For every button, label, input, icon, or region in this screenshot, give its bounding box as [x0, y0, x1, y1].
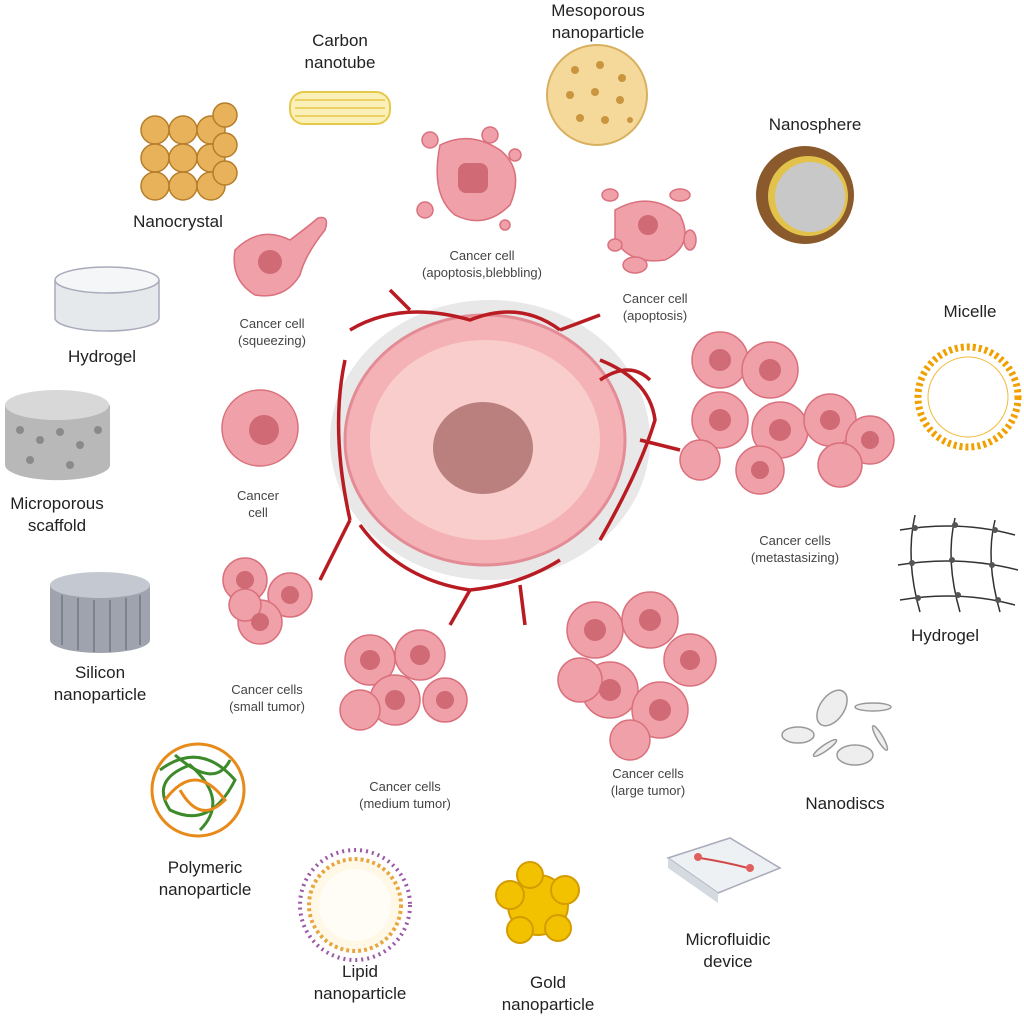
microfluidic-device-illustration	[666, 837, 782, 903]
label-cell-squeezing: Cancer cell(squeezing)	[238, 316, 306, 348]
label-cell-apoptosis-blebbling: Cancer cell(apoptosis,blebbling)	[422, 248, 542, 280]
label-nanocrystal: Nanocrystal	[133, 212, 223, 231]
micelle-illustration	[914, 343, 1022, 451]
label-cells-metastasizing: Cancer cells(metastasizing)	[750, 533, 840, 565]
nanocrystal-illustration	[140, 102, 238, 201]
gold-nanoparticle-illustration	[495, 861, 580, 944]
label-micelle: Micelle	[943, 302, 997, 321]
label-cells-small-tumor: Cancer cells(small tumor)	[229, 682, 305, 714]
microporous-scaffold-illustration	[5, 390, 110, 481]
nanosphere-illustration	[756, 146, 854, 244]
label-hydrogel-right: Hydrogel	[910, 626, 980, 645]
label-cells-medium-tumor: Cancer cells(medium tumor)	[359, 779, 451, 811]
label-cells-large-tumor: Cancer cells(large tumor)	[610, 766, 686, 798]
nanodiscs-illustration	[781, 689, 892, 766]
lipid-nanoparticle-illustration	[298, 848, 412, 962]
cancer-cell-illustrations	[221, 126, 895, 761]
silicon-nanoparticle-illustration	[50, 572, 150, 653]
carbon-nanotube-illustration	[289, 91, 391, 125]
hydrogel-mesh-illustration	[897, 514, 1019, 613]
label-nanodiscs: Nanodiscs	[805, 794, 885, 813]
label-nanosphere: Nanosphere	[768, 115, 862, 134]
blood-vessels	[318, 288, 681, 626]
mesoporous-nanoparticle-illustration	[546, 44, 648, 146]
label-cell-apoptosis: Cancer cell(apoptosis)	[622, 291, 688, 323]
hydrogel-cylinder-illustration	[54, 266, 160, 332]
polymeric-nanoparticle-illustration	[150, 742, 246, 838]
label-hydrogel-left: Hydrogel	[67, 347, 137, 366]
central-tumor	[318, 288, 681, 626]
